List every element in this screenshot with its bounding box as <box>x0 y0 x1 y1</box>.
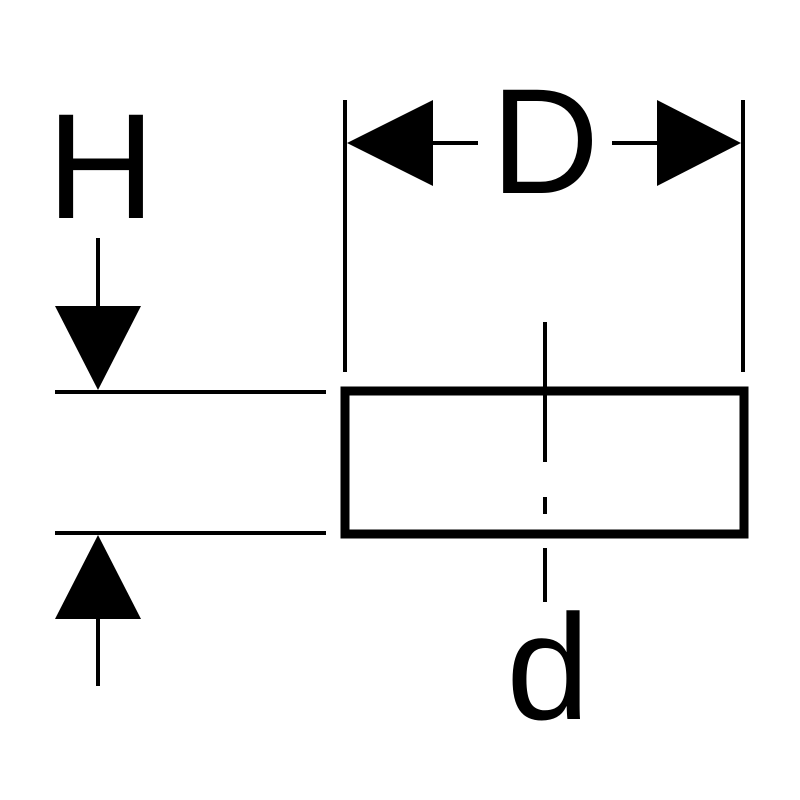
diameter-label: D <box>491 57 599 225</box>
height-label: H <box>47 82 155 250</box>
diameter-arrow-left-icon <box>347 100 433 186</box>
diameter-arrow-right-icon <box>657 100 741 186</box>
height-arrow-up-icon <box>55 535 141 619</box>
inner-diameter-label: d <box>506 583 589 751</box>
height-arrow-down-icon <box>55 306 141 390</box>
